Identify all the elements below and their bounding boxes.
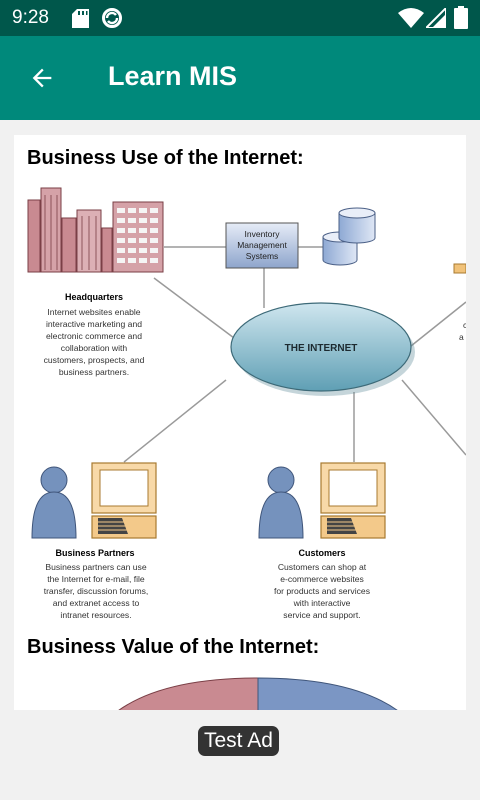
- status-bar: 9:28: [0, 0, 480, 36]
- battery-icon: [454, 6, 468, 29]
- business-partners-title: Business Partners: [55, 548, 134, 558]
- business-partners-desc-line: the Internet for e-mail, file: [47, 574, 145, 584]
- signal-icon: [426, 8, 446, 28]
- headquarters-desc-line: electronic commerce and: [46, 331, 142, 341]
- business-partners-desc-line: intranet resources.: [60, 610, 131, 620]
- back-button[interactable]: [14, 50, 70, 106]
- app-title: Learn MIS: [108, 61, 238, 91]
- business-value-pie-partial: [118, 677, 398, 710]
- sd-card-icon: [72, 9, 89, 28]
- status-time: 9:28: [12, 7, 49, 28]
- inventory-label-line: Inventory: [245, 229, 281, 239]
- customers-desc-line: Customers can shop at: [278, 562, 367, 572]
- business-partners-desc-line: and extranet access to: [53, 598, 140, 608]
- customers-desc-line: with interactive: [293, 598, 351, 608]
- headquarters-desc-line: customers, prospects, and: [44, 355, 145, 365]
- app-bar: Learn MIS: [0, 36, 480, 120]
- headquarters-desc-line: interactive marketing and: [46, 319, 142, 329]
- customers-title: Customers: [298, 548, 345, 558]
- test-ad-badge[interactable]: Test Ad: [198, 726, 279, 756]
- business-partners-desc-line: Business partners can use: [45, 562, 146, 572]
- business-partner-computer-icon: [91, 462, 157, 539]
- headquarters-title: Headquarters: [65, 292, 123, 302]
- customers-desc-line: service and support.: [283, 610, 360, 620]
- inventory-box: [225, 222, 299, 269]
- sync-icon: [102, 8, 122, 28]
- business-partner-person-icon: [31, 466, 77, 539]
- headquarters-desc-line: Internet websites enable: [47, 307, 140, 317]
- business-partners-desc-line: transfer, discussion forums,: [44, 586, 149, 596]
- customer-person-icon: [258, 466, 304, 539]
- content-card[interactable]: Business Use of the Internet:: [14, 135, 466, 710]
- internet-label: THE INTERNET: [285, 343, 358, 354]
- inventory-label-line: Systems: [246, 251, 279, 261]
- headquarters-illustration: [27, 187, 164, 273]
- section-title-business-use: Business Use of the Internet:: [27, 147, 304, 169]
- section-title-business-value: Business Value of the Internet:: [27, 636, 320, 658]
- customer-computer-icon: [320, 462, 386, 539]
- internet-diagram: Headquarters Internet websites enable in…: [27, 187, 466, 620]
- svg-text:c: c: [463, 320, 466, 330]
- customers-desc-line: for products and services: [274, 586, 370, 596]
- inventory-label-line: Management: [237, 240, 287, 250]
- svg-text:a: a: [459, 332, 464, 342]
- internet-ellipse: [230, 302, 412, 392]
- headquarters-desc-line: business partners.: [59, 367, 129, 377]
- wifi-icon: [398, 8, 424, 28]
- database-icon: [322, 207, 376, 266]
- headquarters-desc-line: collaboration with: [61, 343, 128, 353]
- customers-desc-line: e-commerce websites: [280, 574, 364, 584]
- arrow-left-icon: [32, 68, 52, 88]
